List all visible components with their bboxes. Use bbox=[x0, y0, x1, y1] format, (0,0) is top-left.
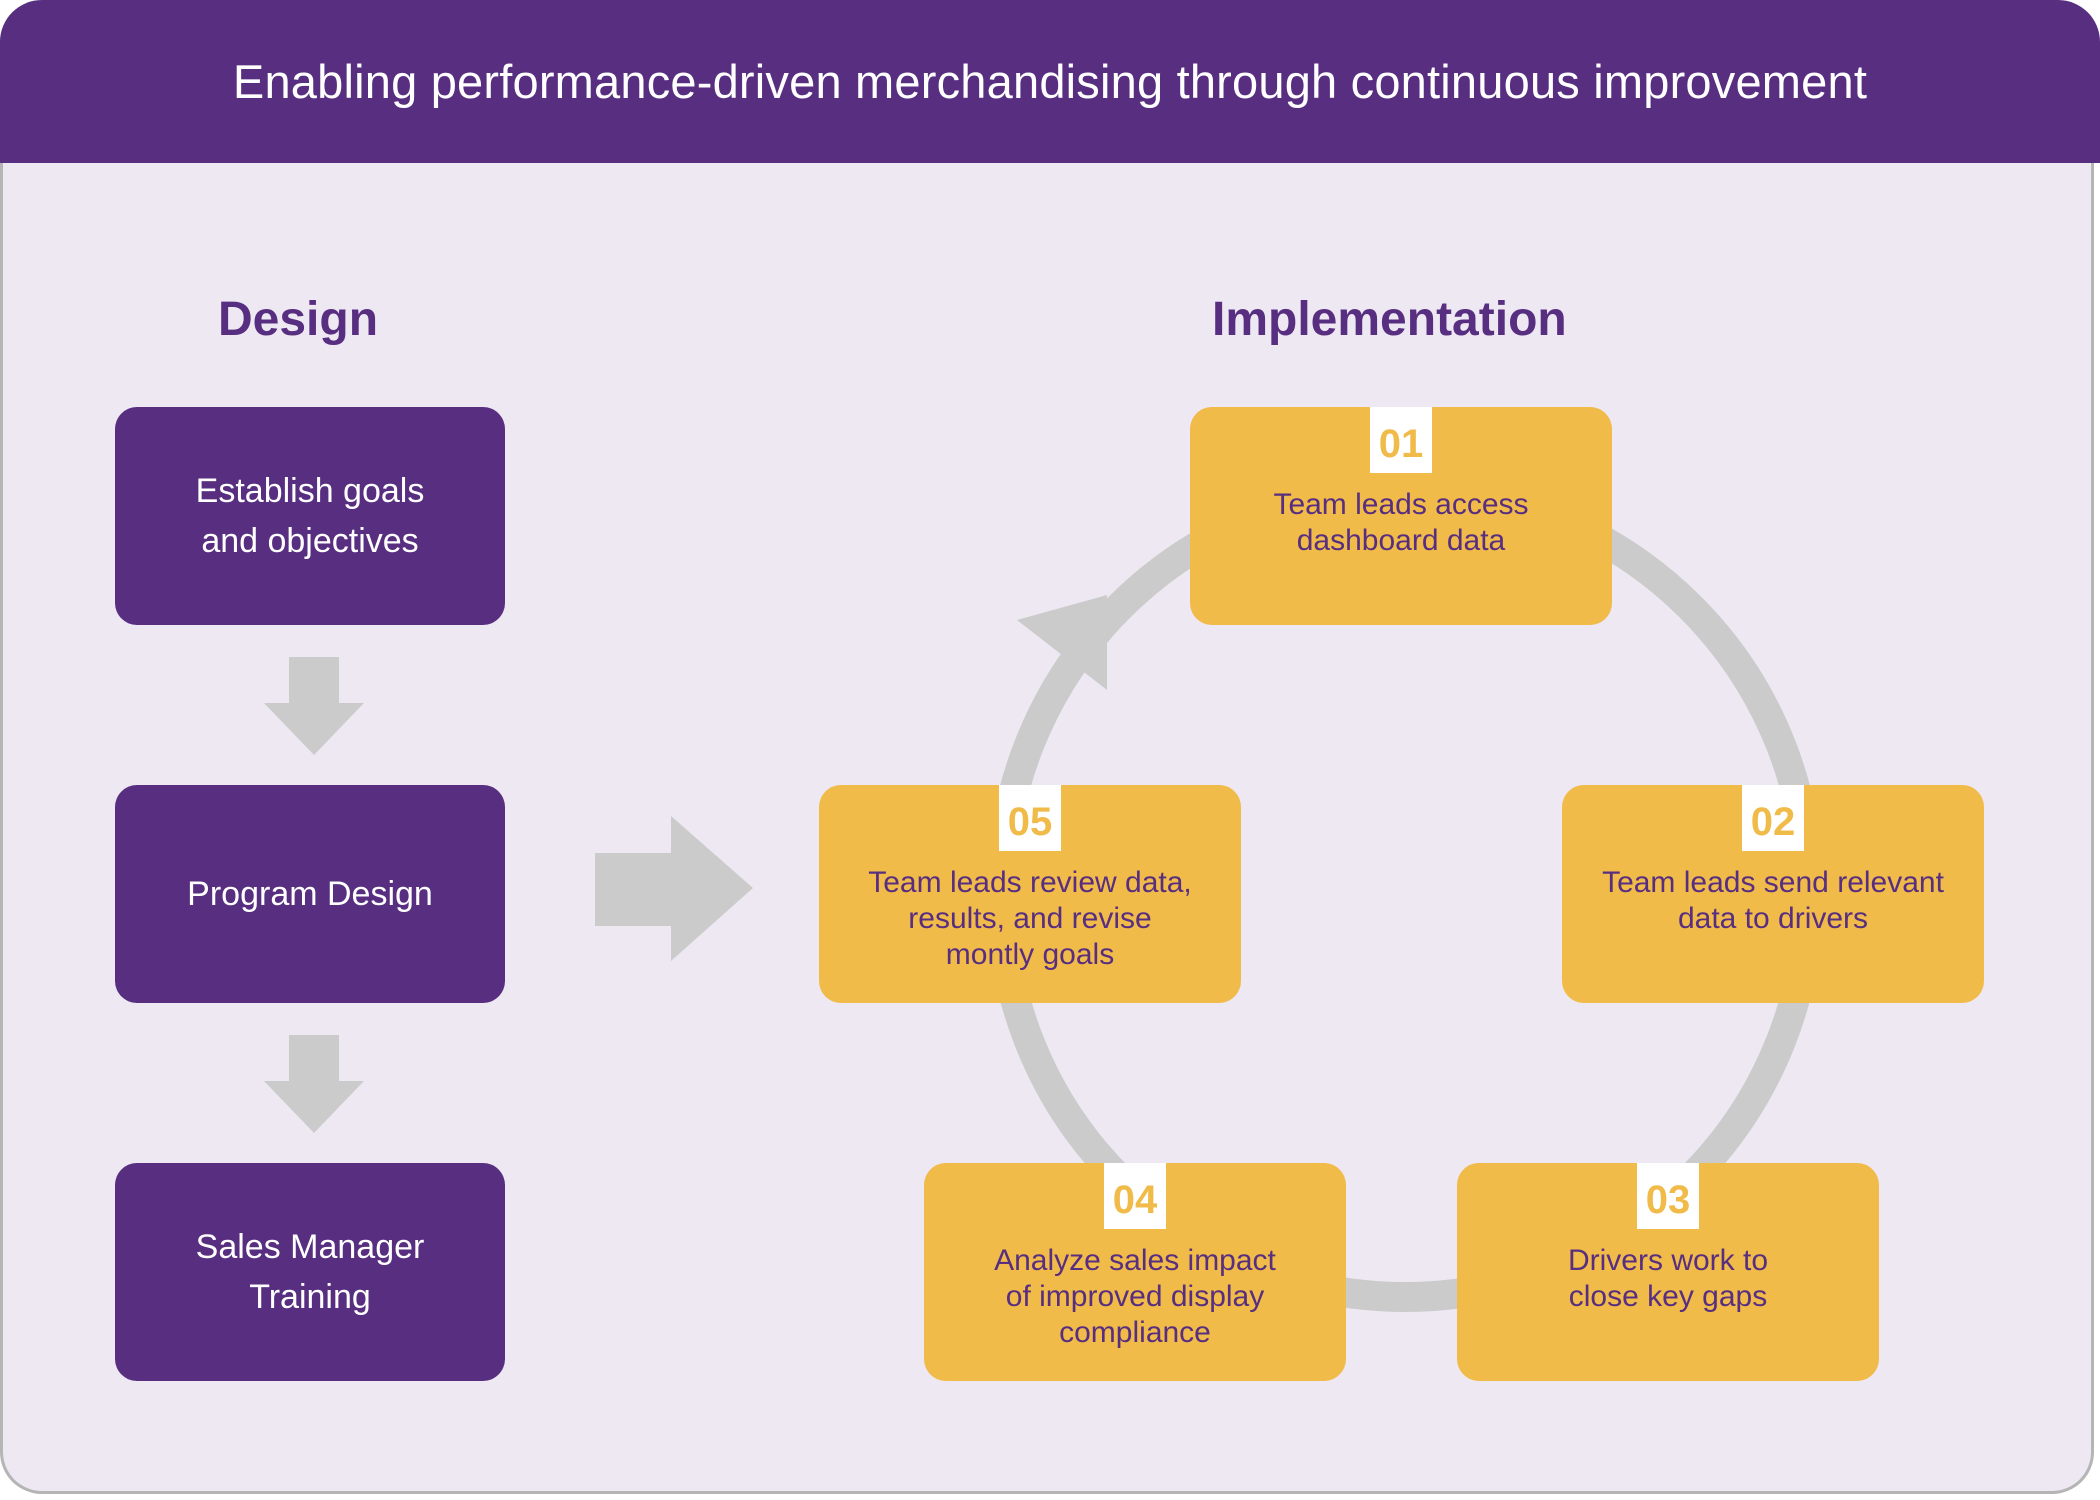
step-number-badge: 05 bbox=[999, 785, 1061, 851]
page-title: Enabling performance-driven merchandisin… bbox=[232, 55, 1868, 108]
down-arrow-icon bbox=[264, 657, 364, 755]
step-number-badge: 02 bbox=[1742, 785, 1804, 851]
impl-step-04: 04 Analyze sales impact of improved disp… bbox=[924, 1163, 1346, 1381]
design-step-label: Program Design bbox=[187, 875, 433, 913]
design-title: Design bbox=[218, 293, 379, 346]
cycle-arrowhead-icon bbox=[1017, 595, 1107, 690]
down-arrow-icon bbox=[264, 1035, 364, 1133]
step-label: Team leads review data, results, and rev… bbox=[868, 866, 1192, 971]
step-label: Team leads access dashboard data bbox=[1273, 488, 1529, 557]
design-step-label: Establish goals and objectives bbox=[195, 472, 425, 560]
design-step-goals: Establish goals and objectives bbox=[115, 407, 505, 625]
implementation-title: Implementation bbox=[1212, 293, 1567, 346]
design-step-training: Sales Manager Training bbox=[115, 1163, 505, 1381]
step-label: Analyze sales impact of improved display… bbox=[994, 1244, 1276, 1349]
step-number-badge: 04 bbox=[1104, 1163, 1166, 1229]
ring-gap-mask bbox=[1023, 400, 1193, 560]
impl-step-01: 01 Team leads access dashboard data bbox=[1190, 407, 1612, 625]
title-banner: Enabling performance-driven merchandisin… bbox=[0, 0, 2100, 163]
step-number-badge: 03 bbox=[1637, 1163, 1699, 1229]
impl-step-05: 05 Team leads review data, results, and … bbox=[819, 785, 1241, 1003]
impl-step-03: 03 Drivers work to close key gaps bbox=[1457, 1163, 1879, 1381]
impl-step-02: 02 Team leads send relevant data to driv… bbox=[1562, 785, 1984, 1003]
design-step-program: Program Design bbox=[115, 785, 505, 1003]
step-number-badge: 01 bbox=[1370, 407, 1432, 473]
design-step-label: Sales Manager Training bbox=[195, 1228, 425, 1316]
step-label: Team leads send relevant data to drivers bbox=[1602, 866, 1944, 935]
step-label: Drivers work to close key gaps bbox=[1567, 1244, 1769, 1313]
right-arrow-icon bbox=[595, 816, 753, 961]
